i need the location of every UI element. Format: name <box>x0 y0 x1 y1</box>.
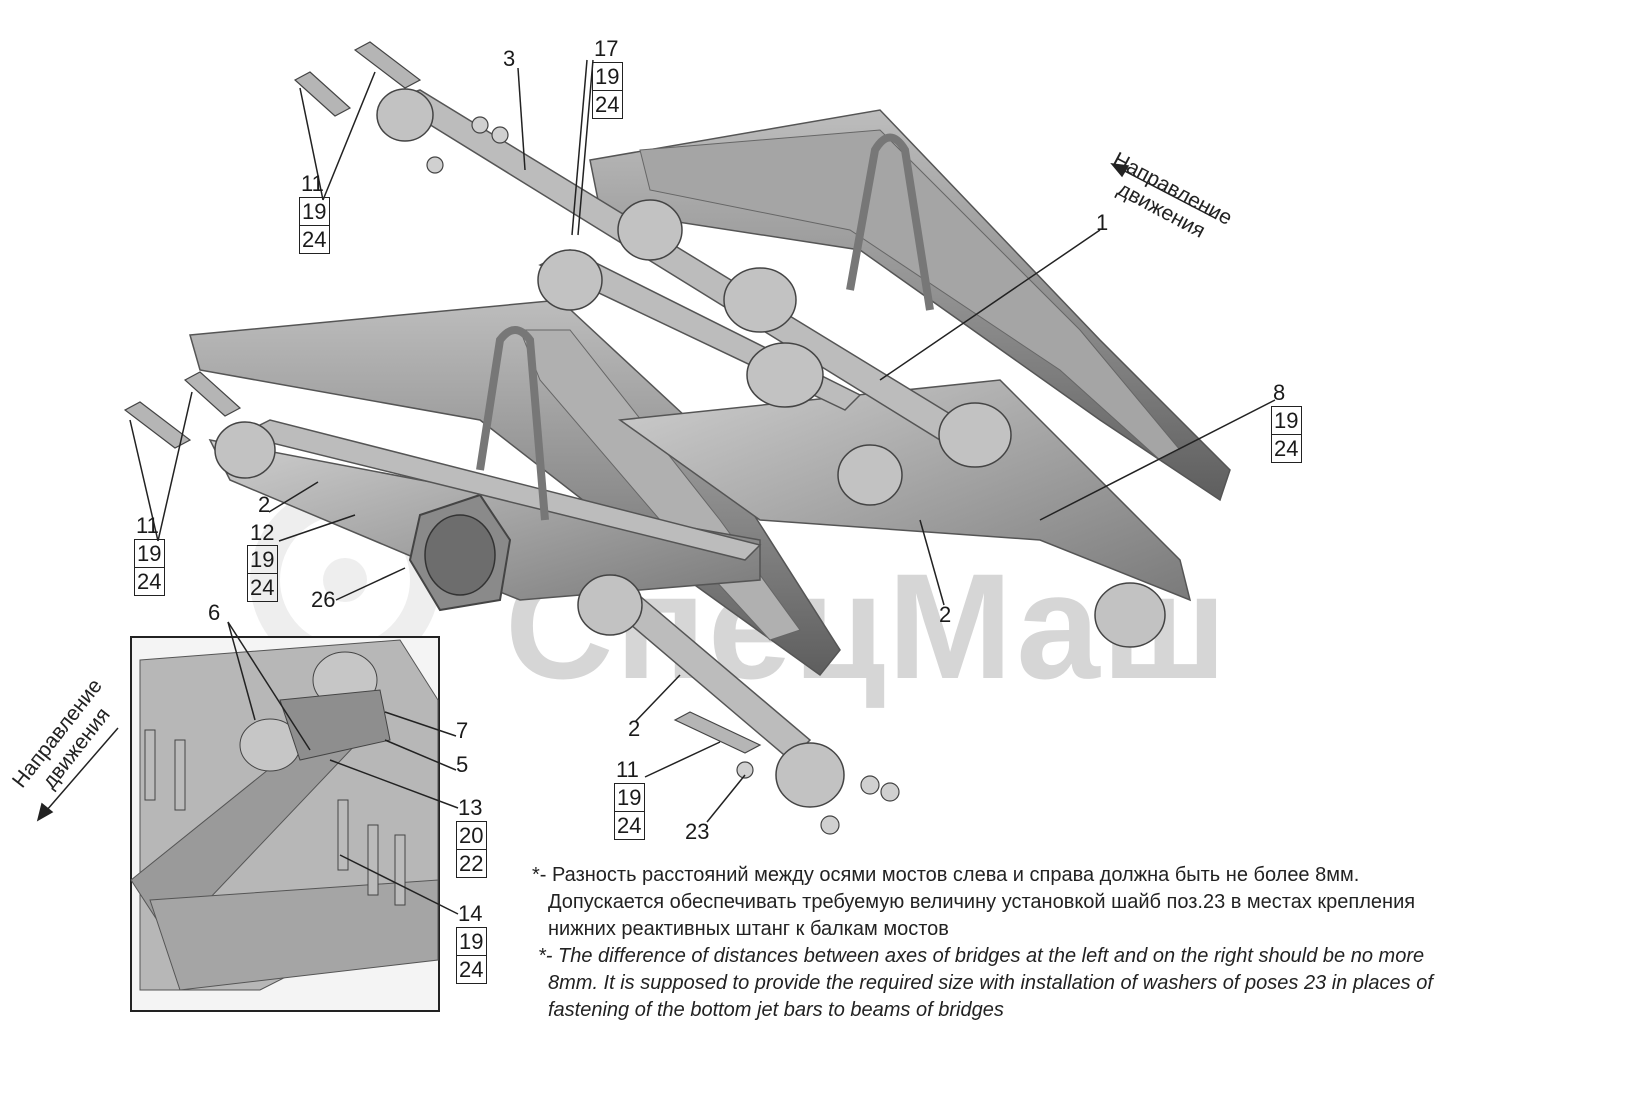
stack-11-left-item: 19 <box>134 540 166 568</box>
u-bolts <box>476 133 934 521</box>
stack-11-top-item: 11 <box>299 170 331 198</box>
inset-detail-view <box>130 636 440 1012</box>
stack-14-item: 19 <box>456 928 488 956</box>
direction-arrow-main <box>1110 163 1216 219</box>
note-ru-line3: нижних реактивных штанг к балкам мостов <box>548 918 949 940</box>
stack-11-bottom-item: 24 <box>614 812 646 840</box>
stack-17-item: 24 <box>592 91 624 119</box>
leader-lines <box>129 59 1276 915</box>
stack-11-left-item: 11 <box>134 512 166 540</box>
callout-2-bottom: 2 <box>628 716 641 741</box>
note-ru-line2: Допускается обеспечивать требуемую велич… <box>548 891 1416 913</box>
stack-17-item: 17 <box>592 35 624 63</box>
joint-bushings <box>214 88 1166 808</box>
callout-stack-13: 13 20 22 <box>456 794 488 878</box>
callout-stack-17: 17 19 24 <box>592 35 624 119</box>
differential-housing <box>408 493 512 612</box>
callout-stack-11-top: 11 19 24 <box>299 170 331 254</box>
stack-11-top-item: 24 <box>299 226 331 254</box>
stack-17-item: 19 <box>592 63 624 91</box>
stack-13-item: 22 <box>456 850 488 878</box>
stack-8-item: 19 <box>1271 407 1303 435</box>
stack-13-item: 20 <box>456 822 488 850</box>
callout-6: 6 <box>208 600 221 625</box>
callout-1: 1 <box>1096 210 1109 235</box>
stack-12-item: 19 <box>247 545 279 574</box>
stack-8-item: 24 <box>1271 435 1303 463</box>
callout-5: 5 <box>456 752 469 777</box>
nuts-washers <box>426 116 900 835</box>
note-en-line3: fastening of the bottom jet bars to beam… <box>548 999 1004 1021</box>
callout-stack-11-bottom: 11 19 24 <box>614 756 646 840</box>
note-ru-line1: *- Разность расстояний между осями мосто… <box>532 864 1360 886</box>
stack-13-item: 13 <box>456 794 488 822</box>
callout-2-left: 2 <box>258 492 271 517</box>
stack-12-item: 24 <box>247 574 279 602</box>
stack-14-item: 24 <box>456 956 488 984</box>
stack-11-bottom-item: 19 <box>614 784 646 812</box>
rear-leaf-spring <box>589 109 1231 502</box>
callout-stack-14: 14 19 24 <box>456 900 488 984</box>
callout-23: 23 <box>685 819 710 844</box>
callout-7: 7 <box>456 718 469 743</box>
stack-11-left-item: 24 <box>134 568 166 596</box>
callout-12: 12 <box>250 520 275 545</box>
stack-11-top-item: 19 <box>299 198 331 226</box>
direction-arrow-inset <box>36 727 119 822</box>
note-en-line1: *- The difference of distances between a… <box>538 945 1425 967</box>
note-en-line2: 8mm. It is supposed to provide the requi… <box>548 972 1433 994</box>
stack-14-item: 14 <box>456 900 488 928</box>
stack-8-item: 8 <box>1271 379 1303 407</box>
callout-3: 3 <box>503 46 516 71</box>
callout-stack-11-left: 11 19 24 <box>134 512 166 596</box>
callout-26: 26 <box>311 587 336 612</box>
stack-11-bottom-item: 11 <box>614 756 646 784</box>
bolts <box>123 41 762 754</box>
rear-axle-beam <box>617 379 1192 602</box>
callout-2-right: 2 <box>939 602 952 627</box>
callout-stack-12: 19 24 <box>247 545 279 602</box>
callout-stack-8: 8 19 24 <box>1271 379 1303 463</box>
